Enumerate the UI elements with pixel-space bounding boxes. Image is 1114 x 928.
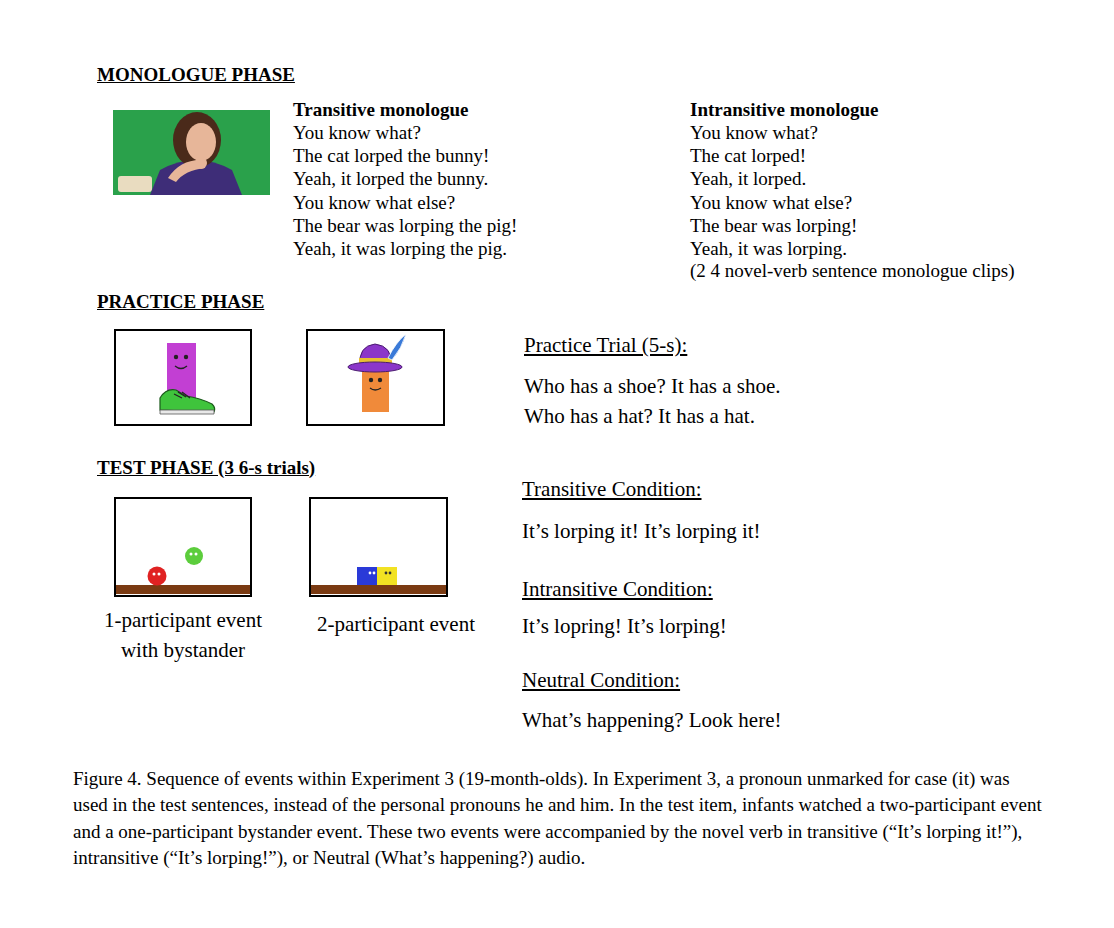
shoe-icon <box>160 390 215 412</box>
monologue-line: You know what? <box>293 121 421 144</box>
ball-eye <box>190 553 193 556</box>
test-frame <box>310 498 447 596</box>
monologue-line: Yeah, it lorped the bunny. <box>293 167 488 190</box>
photo-hand <box>195 157 207 169</box>
monologue-line: The cat lorped! <box>690 144 806 167</box>
ball-actor <box>148 567 167 586</box>
shoe-sole <box>160 410 214 414</box>
monologue-line: You know what? <box>690 121 818 144</box>
audio-sentence: It’s lorping it! It’s lorping it! <box>522 518 761 544</box>
section-heading: PRACTICE PHASE <box>97 290 264 313</box>
monologue-line: Yeah, it lorped. <box>690 167 806 190</box>
condition-heading: Transitive Condition: <box>522 476 702 502</box>
monologue-line: You know what else? <box>690 191 852 214</box>
photo-face <box>186 123 216 161</box>
column-heading: Intransitive monologue <box>690 98 878 121</box>
ball-eye <box>158 573 161 576</box>
square-agent <box>357 567 377 585</box>
character-eye <box>184 355 188 359</box>
floor <box>311 585 446 594</box>
monologue-line: Yeah, it was lorping the pig. <box>293 237 507 260</box>
monologue-line: The bear was lorping! <box>690 214 857 237</box>
note-text: (2 4 novel-verb sentence monologue clips… <box>690 259 1014 282</box>
square-eye <box>373 572 376 575</box>
event-label: 2-participant event <box>296 609 496 639</box>
character-eye <box>174 355 178 359</box>
section-heading: TEST PHASE (3 6-s trials) <box>97 456 315 479</box>
audio-sentence: Who has a hat? It has a hat. <box>524 403 755 429</box>
character-eye <box>378 378 382 382</box>
section-heading: MONOLOGUE PHASE <box>97 63 295 86</box>
shoe-laces <box>174 392 190 398</box>
monologue-line: The cat lorped the bunny! <box>293 144 489 167</box>
ball-bystander <box>185 547 203 565</box>
character-body <box>362 366 389 412</box>
monologue-line: The bear was lorping the pig! <box>293 214 517 237</box>
character-smile <box>370 388 381 390</box>
floor <box>116 585 250 594</box>
condition-heading: Intransitive Condition: <box>522 576 713 602</box>
audio-sentence: What’s happening? Look here! <box>522 707 782 733</box>
character-eye <box>369 378 373 382</box>
square-eye <box>385 572 388 575</box>
figure-caption: Figure 4. Sequence of events within Expe… <box>73 766 1048 872</box>
audio-sentence: Who has a shoe? It has a shoe. <box>524 373 781 399</box>
photo-hair <box>173 112 221 168</box>
monologue-line: You know what else? <box>293 191 455 214</box>
test-frame <box>115 498 251 596</box>
ball-eye <box>195 553 198 556</box>
ball-eye <box>153 573 156 576</box>
column-heading: Transitive monologue <box>293 98 468 121</box>
condition-heading: Practice Trial (5-s): <box>524 332 687 358</box>
event-label: 1-participant event with bystander <box>84 605 282 665</box>
square-patient <box>377 567 397 585</box>
character-smile <box>175 366 187 369</box>
practice-frame <box>115 330 251 425</box>
condition-heading: Neutral Condition: <box>522 667 680 693</box>
monologue-line: Yeah, it was lorping. <box>690 237 847 260</box>
square-eye <box>389 572 392 575</box>
photo-background <box>113 110 270 195</box>
hat-feather <box>388 334 406 360</box>
audio-sentence: It’s lopring! It’s lorping! <box>522 613 727 639</box>
practice-frame <box>307 330 444 425</box>
square-eye <box>369 572 372 575</box>
photo-telephone <box>118 176 152 192</box>
hat-brim <box>348 362 402 372</box>
